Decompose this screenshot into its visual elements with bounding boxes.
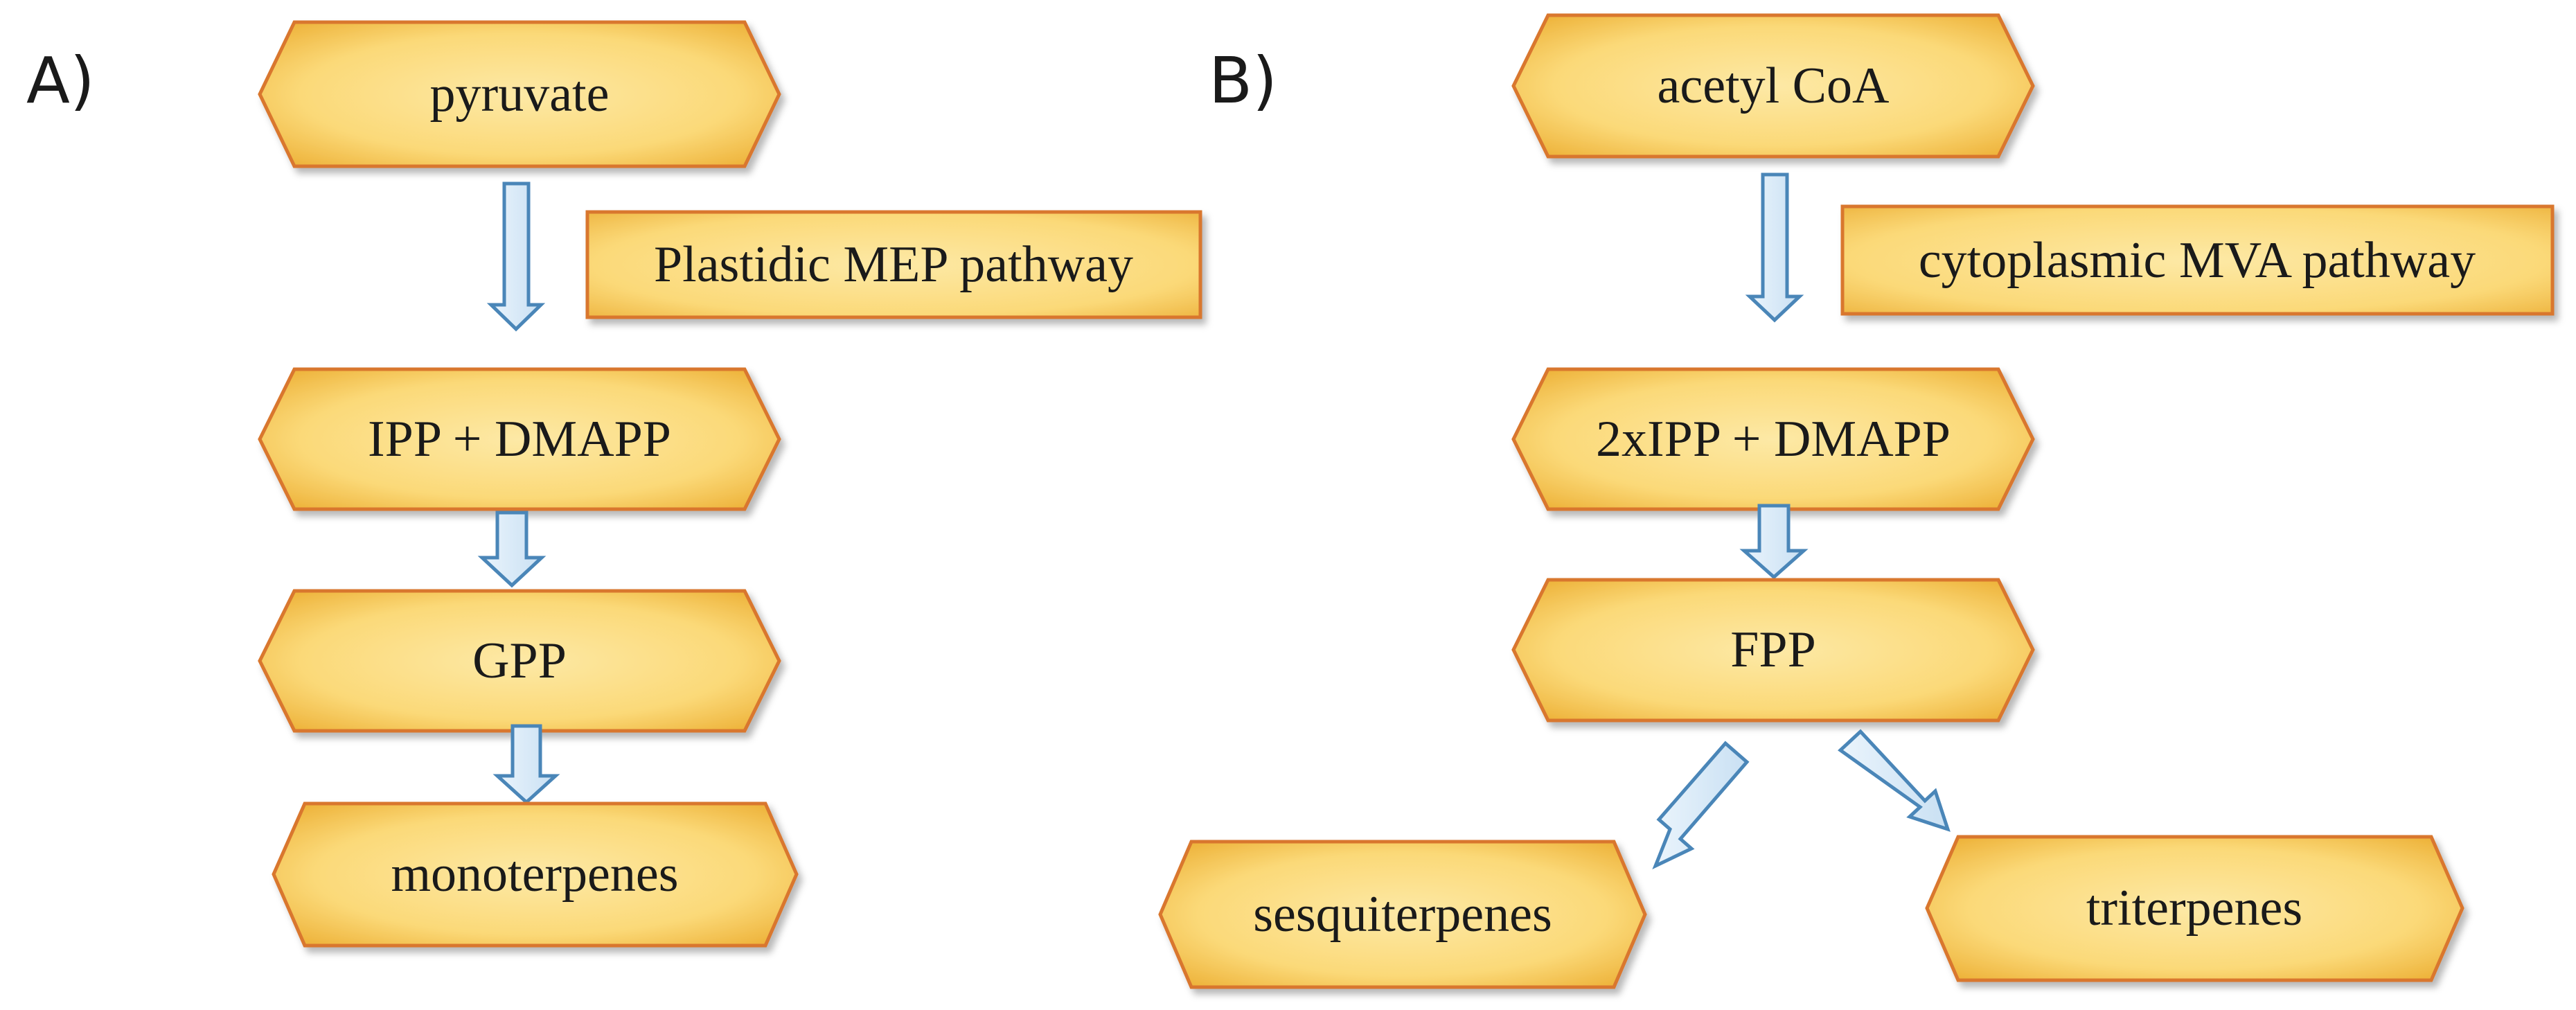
hexagon-shape xyxy=(1511,13,2035,159)
down-arrow-icon xyxy=(1739,504,1809,580)
down-right-arrow-icon xyxy=(1838,729,1951,832)
node-monoterpenes: monoterpenes xyxy=(272,801,799,948)
pathway-label: cytoplasmic MVA pathway xyxy=(1919,232,2476,289)
node-triterpenes: triterpenes xyxy=(1925,835,2464,982)
panel-b: B) acetyl CoA cytoplasmic MVA pathway 2x… xyxy=(1158,13,2555,989)
node-label: GPP xyxy=(472,632,567,689)
node-2xipp-dmapp: 2xIPP + DMAPP xyxy=(1511,367,2035,511)
node-gpp: GPP xyxy=(258,589,781,733)
down-arrow-icon xyxy=(1745,172,1804,323)
hexagon-shape xyxy=(272,801,799,948)
hexagon-shape xyxy=(258,20,781,168)
node-label: triterpenes xyxy=(2086,880,2302,937)
node-label: acetyl CoA xyxy=(1658,57,1890,114)
pathway-box-mep: Plastidic MEP pathway xyxy=(585,210,1202,319)
hexagon-shape xyxy=(1158,840,1647,989)
node-sesquiterpenes: sesquiterpenes xyxy=(1158,840,1647,989)
node-label: FPP xyxy=(1730,621,1815,678)
panel-a-label: A) xyxy=(26,44,95,118)
node-label: IPP + DMAPP xyxy=(368,411,671,468)
hexagon-shape xyxy=(258,589,781,733)
down-arrow-icon xyxy=(492,724,560,805)
node-label: sesquiterpenes xyxy=(1253,886,1552,943)
node-label: pyruvate xyxy=(430,66,610,123)
node-acetyl-coa: acetyl CoA xyxy=(1511,13,2035,159)
panel-a: A) pyruvate Plastidic MEP pathway IPP + … xyxy=(26,20,1202,948)
down-arrow-icon xyxy=(477,511,547,588)
hexagon-shape xyxy=(1511,367,2035,511)
pathway-label: Plastidic MEP pathway xyxy=(654,236,1133,293)
node-label: 2xIPP + DMAPP xyxy=(1596,411,1951,468)
node-label: monoterpenes xyxy=(391,846,678,903)
hexagon-shape xyxy=(1511,578,2035,723)
rectangle-shape xyxy=(1840,204,2555,316)
node-ipp-dmapp: IPP + DMAPP xyxy=(258,367,781,511)
panel-b-label: B) xyxy=(1209,44,1277,118)
down-left-arrow-icon xyxy=(1652,741,1750,870)
down-arrow-icon xyxy=(486,181,546,332)
node-pyruvate: pyruvate xyxy=(258,20,781,168)
pathway-box-mva: cytoplasmic MVA pathway xyxy=(1840,204,2555,316)
node-fpp: FPP xyxy=(1511,578,2035,723)
hexagon-shape xyxy=(1925,835,2464,982)
rectangle-shape xyxy=(585,210,1202,319)
hexagon-shape xyxy=(258,367,781,511)
